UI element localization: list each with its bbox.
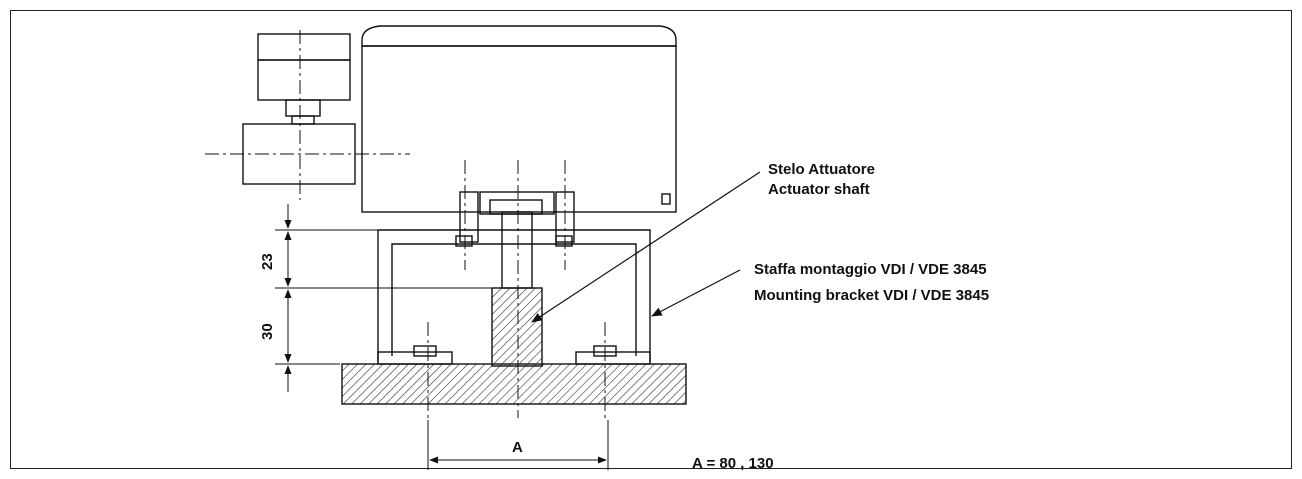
leader-lines <box>531 171 761 323</box>
label-shaft-it: Stelo Attuatore <box>768 161 875 178</box>
shaft-coupling <box>459 191 575 243</box>
dim-lower: 30 <box>259 323 276 340</box>
label-bracket-it: Staffa montaggio VDI / VDE 3845 <box>754 261 987 278</box>
actuator-shaft <box>501 211 533 289</box>
base-plate <box>341 363 687 405</box>
valve-stem <box>491 287 543 367</box>
vertical-dimensions <box>275 204 500 392</box>
dim-a-note: A = 80 , 130 <box>692 455 774 472</box>
dim-a-label: A <box>512 439 523 456</box>
gauge-block <box>242 33 356 185</box>
label-bracket-en: Mounting bracket VDI / VDE 3845 <box>754 287 989 304</box>
dim-upper: 23 <box>259 253 276 270</box>
center-lines <box>205 30 606 418</box>
label-shaft-en: Actuator shaft <box>768 181 870 198</box>
dimension-a <box>427 420 609 470</box>
actuator-housing <box>361 25 677 213</box>
mounting-bracket <box>377 229 651 365</box>
